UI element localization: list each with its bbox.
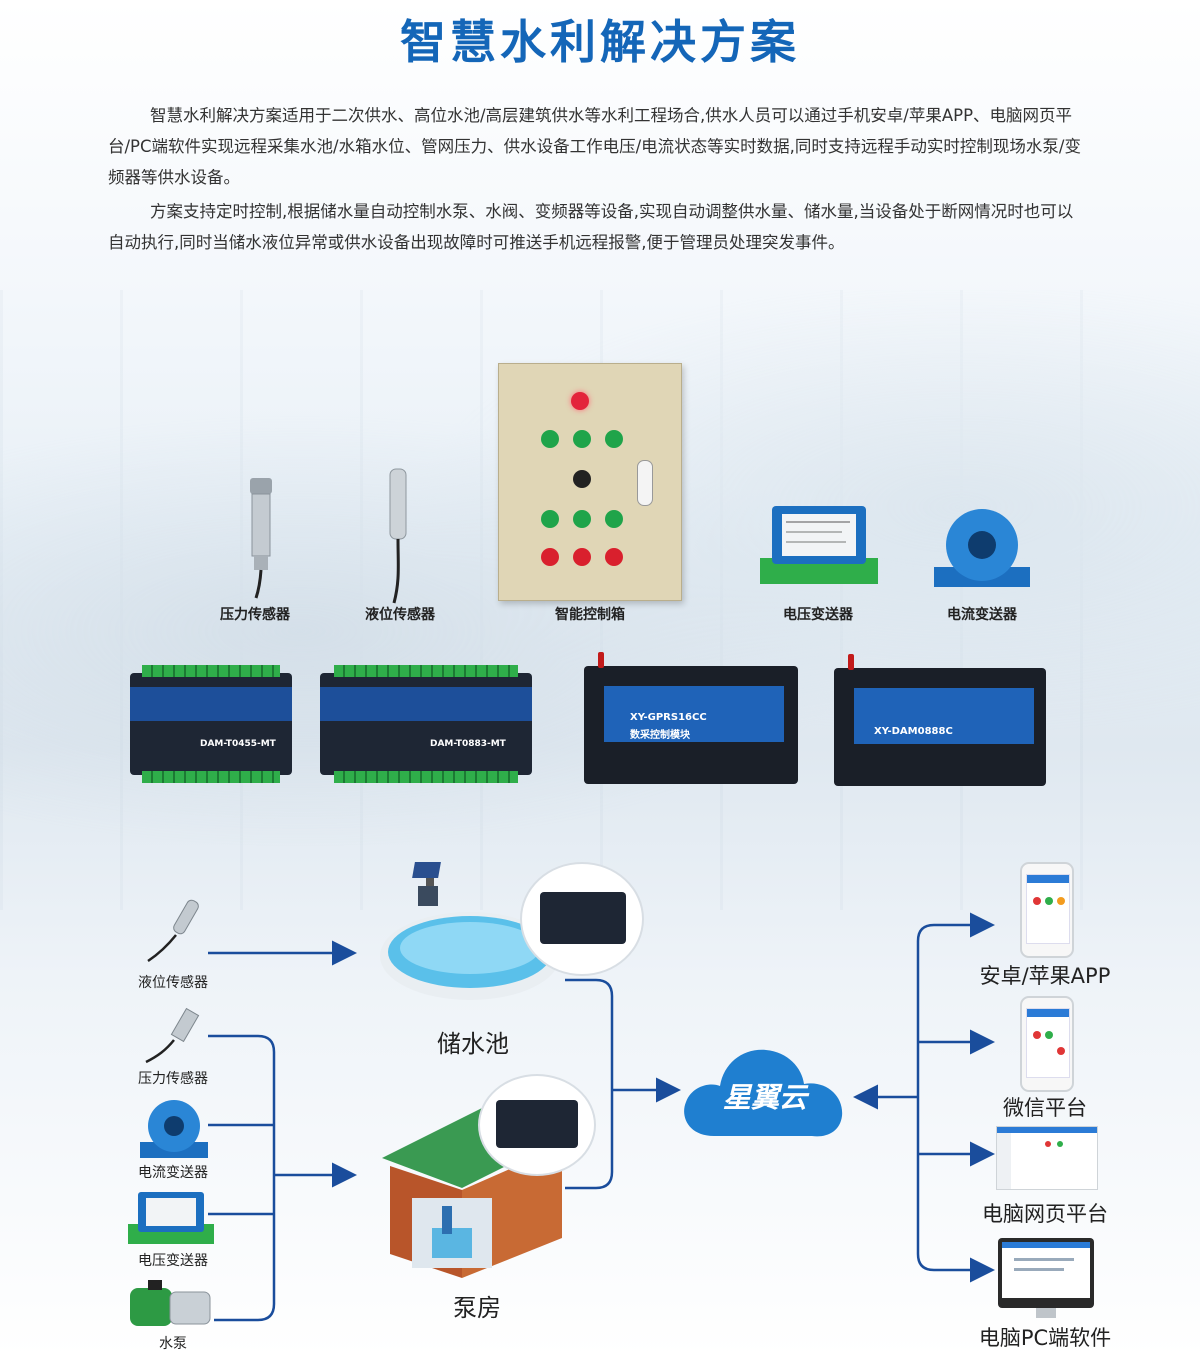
- current-transmitter-image: [934, 509, 1030, 587]
- voltage-transmitter-icon: [128, 1192, 214, 1244]
- cloud-icon: [684, 1049, 843, 1137]
- intro-paragraph-2: 方案支持定时控制,根据储水量自动控制水泵、水阀、变频器等设备,实现自动调整供水量…: [108, 202, 1074, 252]
- pressure-sensor-image: [250, 478, 272, 599]
- dam-t0883-module: DAM-T0883-MT: [320, 665, 532, 783]
- control-box-label: 智能控制箱: [555, 607, 625, 623]
- control-box-image: [498, 363, 682, 601]
- voltage-transmitter-image: [760, 506, 878, 584]
- wechat-platform-icon: [1020, 996, 1074, 1092]
- pressure-sensor-icon: [145, 1007, 200, 1064]
- module-name: DAM-T0455-MT: [200, 739, 276, 749]
- module-subtitle: 数采控制模块: [630, 730, 690, 741]
- current-transmitter-label: 电流变送器: [947, 607, 1017, 623]
- xy-dam0888c-module: XY-DAM0888C: [834, 654, 1046, 786]
- cloud-label: 星翼云: [722, 1081, 807, 1114]
- module-name: XY-GPRS16CC: [630, 712, 707, 723]
- pressure-sensor-label: 压力传感器: [220, 607, 290, 623]
- level-sensor-label: 液位传感器: [138, 975, 208, 991]
- pump-house-icon: [382, 1108, 562, 1278]
- client-label-wechat: 微信平台: [1003, 1096, 1087, 1120]
- tank-label: 储水池: [437, 1030, 509, 1058]
- pc-software-icon: [998, 1238, 1094, 1318]
- phone-app-icon: [1020, 862, 1074, 958]
- client-label-app: 安卓/苹果APP: [979, 964, 1111, 988]
- pump-house-label: 泵房: [453, 1294, 501, 1322]
- page-title: 智慧水利解决方案: [400, 15, 800, 69]
- pressure-sensor-label: 压力传感器: [138, 1071, 208, 1087]
- dam-t0455-module: DAM-T0455-MT: [130, 665, 292, 783]
- web-platform-icon: [996, 1126, 1098, 1190]
- pump-label: 水泵: [159, 1336, 187, 1352]
- tank-module-bubble: [520, 862, 644, 976]
- level-sensor-icon: [147, 899, 199, 963]
- pump-house-module-bubble: [478, 1074, 596, 1176]
- voltage-transmitter-label: 电压变送器: [783, 607, 853, 623]
- pump-icon: [130, 1280, 211, 1326]
- module-name: DAM-T0883-MT: [430, 739, 506, 749]
- current-transmitter-label: 电流变送器: [138, 1165, 208, 1181]
- level-sensor-label: 液位传感器: [365, 607, 435, 623]
- intro-paragraph-1: 智慧水利解决方案适用于二次供水、高位水池/高层建筑供水等水利工程场合,供水人员可…: [108, 106, 1081, 187]
- module-name: XY-DAM0888C: [874, 726, 953, 737]
- water-tank-icon: [380, 862, 560, 1000]
- xy-gprs16cc-module: XY-GPRS16CC 数采控制模块: [584, 652, 798, 784]
- client-label-web: 电脑网页平台: [982, 1202, 1108, 1226]
- level-sensor-image: [389, 468, 407, 604]
- voltage-transmitter-label: 电压变送器: [138, 1253, 208, 1269]
- current-transmitter-icon: [140, 1100, 208, 1158]
- client-label-pc: 电脑PC端软件: [978, 1326, 1112, 1350]
